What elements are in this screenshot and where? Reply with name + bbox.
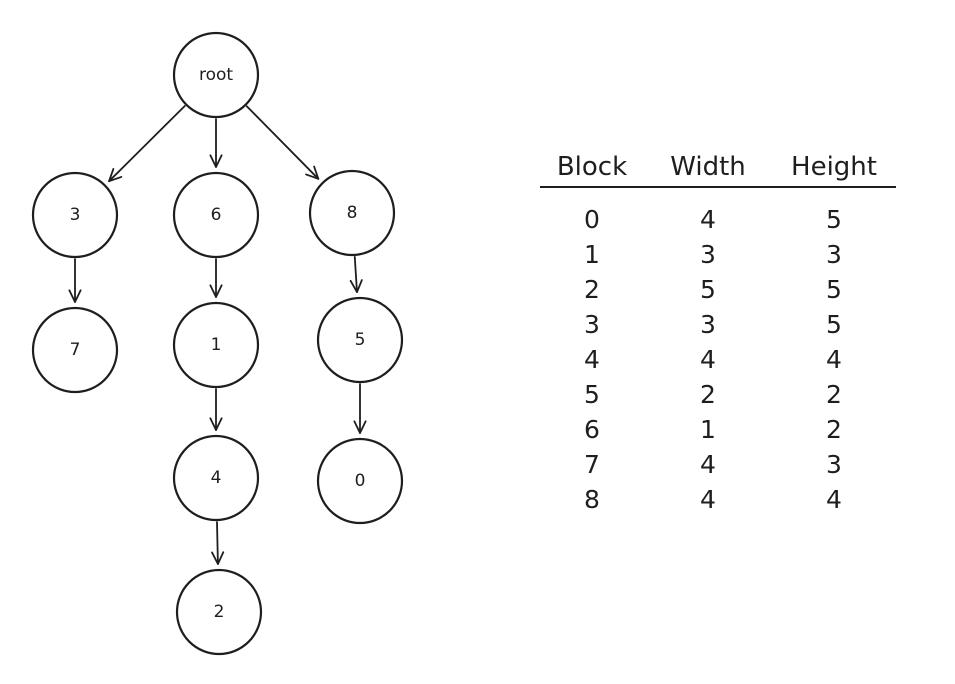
- cell-block: 1: [584, 240, 600, 269]
- node-circle: [172, 434, 260, 522]
- node-circle: [31, 171, 119, 259]
- cell-width: 2: [700, 380, 716, 409]
- header-width: Width: [670, 152, 746, 182]
- node-label: 1: [211, 335, 222, 355]
- cell-height: 5: [826, 205, 842, 234]
- cell-height: 2: [826, 380, 842, 409]
- cell-height: 4: [826, 485, 842, 514]
- node-circle: [172, 171, 260, 259]
- header-height: Height: [791, 152, 877, 182]
- arrowhead-icon: [209, 417, 223, 431]
- tree-edges: [68, 105, 367, 565]
- edge-arrow-n5-to-n0: [353, 383, 367, 434]
- edge-arrow-n4-to-n2: [211, 521, 225, 565]
- edge-arrow-root-to-n6: [209, 118, 223, 168]
- arrowhead-icon: [353, 420, 367, 434]
- cell-block: 4: [584, 345, 600, 374]
- tree-nodes: root 3 6 8 7 1 5 4 0 2: [31, 31, 404, 656]
- table-row: 2 5 5: [540, 272, 896, 307]
- node-circle: [172, 301, 260, 389]
- cell-block: 6: [584, 415, 600, 444]
- table-row: 6 1 2: [540, 412, 896, 447]
- header-block: Block: [556, 152, 628, 182]
- node-label: 6: [211, 205, 222, 225]
- cell-width: 3: [700, 240, 716, 269]
- tree-node-n2: 2: [175, 568, 263, 656]
- cell-width: 4: [700, 205, 716, 234]
- arrowhead-icon: [209, 154, 223, 168]
- node-label: root: [199, 65, 233, 85]
- table-row: 3 3 5: [540, 307, 896, 342]
- edge-line: [108, 105, 186, 183]
- tree-node-n1: 1: [172, 301, 260, 389]
- node-circle: [172, 31, 260, 119]
- arrowhead-icon: [305, 165, 320, 180]
- edge-arrow-root-to-n8: [245, 105, 320, 180]
- cell-height: 2: [826, 415, 842, 444]
- arrowhead-icon: [349, 279, 363, 293]
- cell-block: 5: [584, 380, 600, 409]
- cell-height: 4: [826, 345, 842, 374]
- table-row: 7 4 3: [540, 447, 896, 482]
- table-row: 8 4 4: [540, 482, 896, 517]
- node-label: 2: [214, 602, 225, 622]
- cell-width: 4: [700, 345, 716, 374]
- cell-width: 5: [700, 275, 716, 304]
- table-row: 5 2 2: [540, 377, 896, 412]
- node-circle: [316, 296, 404, 384]
- table-row: 1 3 3: [540, 237, 896, 272]
- block-dimensions-table: Block Width Height 0 4 5 1 3 3 2 5 5 3 3…: [540, 140, 896, 517]
- cell-height: 3: [826, 450, 842, 479]
- table-body: 0 4 5 1 3 3 2 5 5 3 3 5 4 4 4 5 2 2: [540, 188, 896, 517]
- edge-arrow-n1-to-n4: [209, 388, 223, 431]
- edge-arrow-n8-to-n5: [349, 256, 363, 293]
- cell-block: 2: [584, 275, 600, 304]
- node-label: 0: [355, 471, 366, 491]
- node-circle: [316, 437, 404, 525]
- arrowhead-icon: [209, 284, 223, 298]
- tree-node-n6: 6: [172, 171, 260, 259]
- cell-width: 3: [700, 310, 716, 339]
- node-circle: [31, 306, 119, 394]
- tree-node-n4: 4: [172, 434, 260, 522]
- tree-node-root: root: [172, 31, 260, 119]
- tree-node-n0: 0: [316, 437, 404, 525]
- cell-block: 3: [584, 310, 600, 339]
- edge-arrow-n3-to-n7: [68, 258, 82, 303]
- cell-width: 4: [700, 485, 716, 514]
- tree-node-n5: 5: [316, 296, 404, 384]
- cell-height: 3: [826, 240, 842, 269]
- node-label: 7: [70, 340, 81, 360]
- tree-node-n3: 3: [31, 171, 119, 259]
- node-label: 5: [355, 330, 366, 350]
- cell-height: 5: [826, 275, 842, 304]
- table-header: Block Width Height: [540, 140, 896, 188]
- tree-node-n7: 7: [31, 306, 119, 394]
- edge-arrow-root-to-n3: [108, 105, 186, 183]
- node-circle: [308, 169, 396, 257]
- arrowhead-icon: [108, 168, 123, 183]
- edge-line: [245, 105, 320, 180]
- node-label: 3: [70, 205, 81, 225]
- edge-line: [216, 521, 219, 565]
- cell-block: 7: [584, 450, 600, 479]
- cell-block: 0: [584, 205, 600, 234]
- edge-arrow-n6-to-n1: [209, 258, 223, 298]
- cell-width: 1: [700, 415, 716, 444]
- node-label: 8: [347, 203, 358, 223]
- cell-width: 4: [700, 450, 716, 479]
- arrowhead-icon: [211, 551, 225, 565]
- edge-line: [353, 256, 358, 293]
- node-circle: [175, 568, 263, 656]
- arrowhead-icon: [68, 289, 82, 303]
- table-row: 0 4 5: [540, 202, 896, 237]
- tree-node-n8: 8: [308, 169, 396, 257]
- node-label: 4: [211, 468, 222, 488]
- cell-height: 5: [826, 310, 842, 339]
- cell-block: 8: [584, 485, 600, 514]
- table-row: 4 4 4: [540, 342, 896, 377]
